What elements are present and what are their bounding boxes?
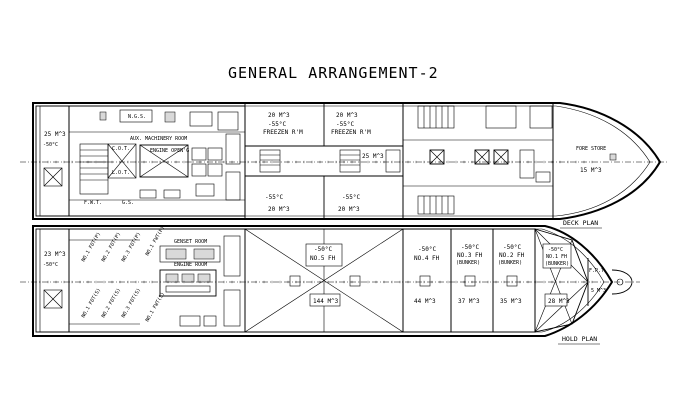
hold-5-name: NO.5 FH bbox=[310, 255, 336, 262]
deck-label-ngs: N.G.S. bbox=[128, 114, 146, 120]
freezen-room-1-temp: -55°C bbox=[268, 121, 286, 128]
tank-label-3: NO.3 FOT(P) bbox=[121, 231, 143, 263]
deck-label-lot: L.O.T. bbox=[112, 170, 130, 176]
frame-ticks bbox=[39, 160, 593, 284]
hold-2-sub: (BUNKER) bbox=[498, 260, 522, 266]
tank-label-5: NO.2 FOT(S) bbox=[101, 287, 123, 319]
drawing-title: GENERAL ARRANGEMENT-2 bbox=[228, 64, 439, 82]
hold-2-name: NO.2 FH bbox=[499, 252, 525, 259]
tank-label-8: NO.1 FWT(S) bbox=[145, 291, 167, 323]
hold-5-volume: 144 M^3 bbox=[313, 298, 339, 305]
aux-machinery-room-label: AUX. MACHINERY ROOM bbox=[130, 136, 187, 142]
hold-1-temp: -50°C bbox=[548, 247, 563, 253]
deck-label-fwt: F.W.T. bbox=[84, 200, 102, 206]
fore-store-label: FORE STORE bbox=[576, 146, 606, 152]
hold-1-name: NO.1 FH bbox=[546, 254, 567, 260]
hold-2-temp: -50°C bbox=[503, 244, 521, 251]
deck-plan-label: DECK PLAN bbox=[563, 219, 598, 227]
tank-label-7: NO.1 FWT(P) bbox=[145, 225, 167, 257]
freezen-room-3-temp: -55°C bbox=[265, 194, 283, 201]
freezen-room-4-volume: 20 M^3 bbox=[338, 206, 360, 213]
hold-3-sub: (BUNKER) bbox=[456, 260, 480, 266]
hold-1-volume: 28 M^3 bbox=[548, 298, 570, 305]
deck-mid-volume: 25 M^3 bbox=[362, 153, 384, 160]
deck-label-cot: C.O.T. bbox=[112, 146, 130, 152]
hold-3-volume: 37 M^3 bbox=[458, 298, 480, 305]
hold-4-name: NO.4 FH bbox=[414, 255, 440, 262]
deck-label-gs: G.S. bbox=[122, 200, 134, 206]
tank-label-6: NO.3 FOT(S) bbox=[121, 287, 143, 319]
hold-5-temp: -50°C bbox=[314, 246, 332, 253]
hold-aft-tank-temp: -50°C bbox=[43, 262, 58, 268]
hold-4-temp: -50°C bbox=[418, 246, 436, 253]
hold-aft-tank-volume: 23 M^3 bbox=[44, 251, 66, 258]
hold-3-name: NO.3 FH bbox=[457, 252, 483, 259]
engine-opening-label: ENGINE OPEN'G bbox=[150, 148, 189, 154]
deck-aft-tank-volume: 25 M^3 bbox=[44, 131, 66, 138]
tank-label-4: NO.1 FOT(S) bbox=[81, 287, 103, 319]
freezen-room-1-name: FREEZEN R'M bbox=[263, 129, 303, 136]
deck-plan: 25 M^3 -50°C AUX. MACHINERY ROOM ENGINE … bbox=[20, 102, 668, 229]
hold-plan: 23 M^3 -50°C GENSET ROOM ENGINE ROOM NO.… bbox=[20, 225, 640, 345]
tank-label-2: NO.2 FOT(P) bbox=[101, 231, 123, 263]
hold-4-volume: 44 M^3 bbox=[414, 298, 436, 305]
freezen-room-2-name: FREEZEN R'M bbox=[331, 129, 371, 136]
tank-label-1: NO.1 FOT(P) bbox=[81, 231, 103, 263]
fore-store-volume: 15 M^3 bbox=[580, 167, 602, 174]
hold-plan-label: HOLD PLAN bbox=[562, 335, 597, 343]
freezen-room-3-volume: 20 M^3 bbox=[268, 206, 290, 213]
freezen-room-4-temp: -55°C bbox=[342, 194, 360, 201]
engine-room-label: ENGINE ROOM bbox=[174, 262, 207, 268]
fpt-volume: 5 M^3 bbox=[591, 288, 606, 294]
hold-2-volume: 35 M^3 bbox=[500, 298, 522, 305]
fpt-label: F.P.T. bbox=[589, 268, 607, 274]
freezen-room-2-temp: -55°C bbox=[336, 121, 354, 128]
freezen-room-2-volume: 20 M^3 bbox=[336, 112, 358, 119]
freezen-room-1-volume: 20 M^3 bbox=[268, 112, 290, 119]
genset-room-label: GENSET ROOM bbox=[174, 239, 207, 245]
hold-3-temp: -50°C bbox=[461, 244, 479, 251]
deck-aft-tank-temp: -50°C bbox=[43, 142, 58, 148]
hold-1-sub: (BUNKER) bbox=[545, 261, 569, 267]
